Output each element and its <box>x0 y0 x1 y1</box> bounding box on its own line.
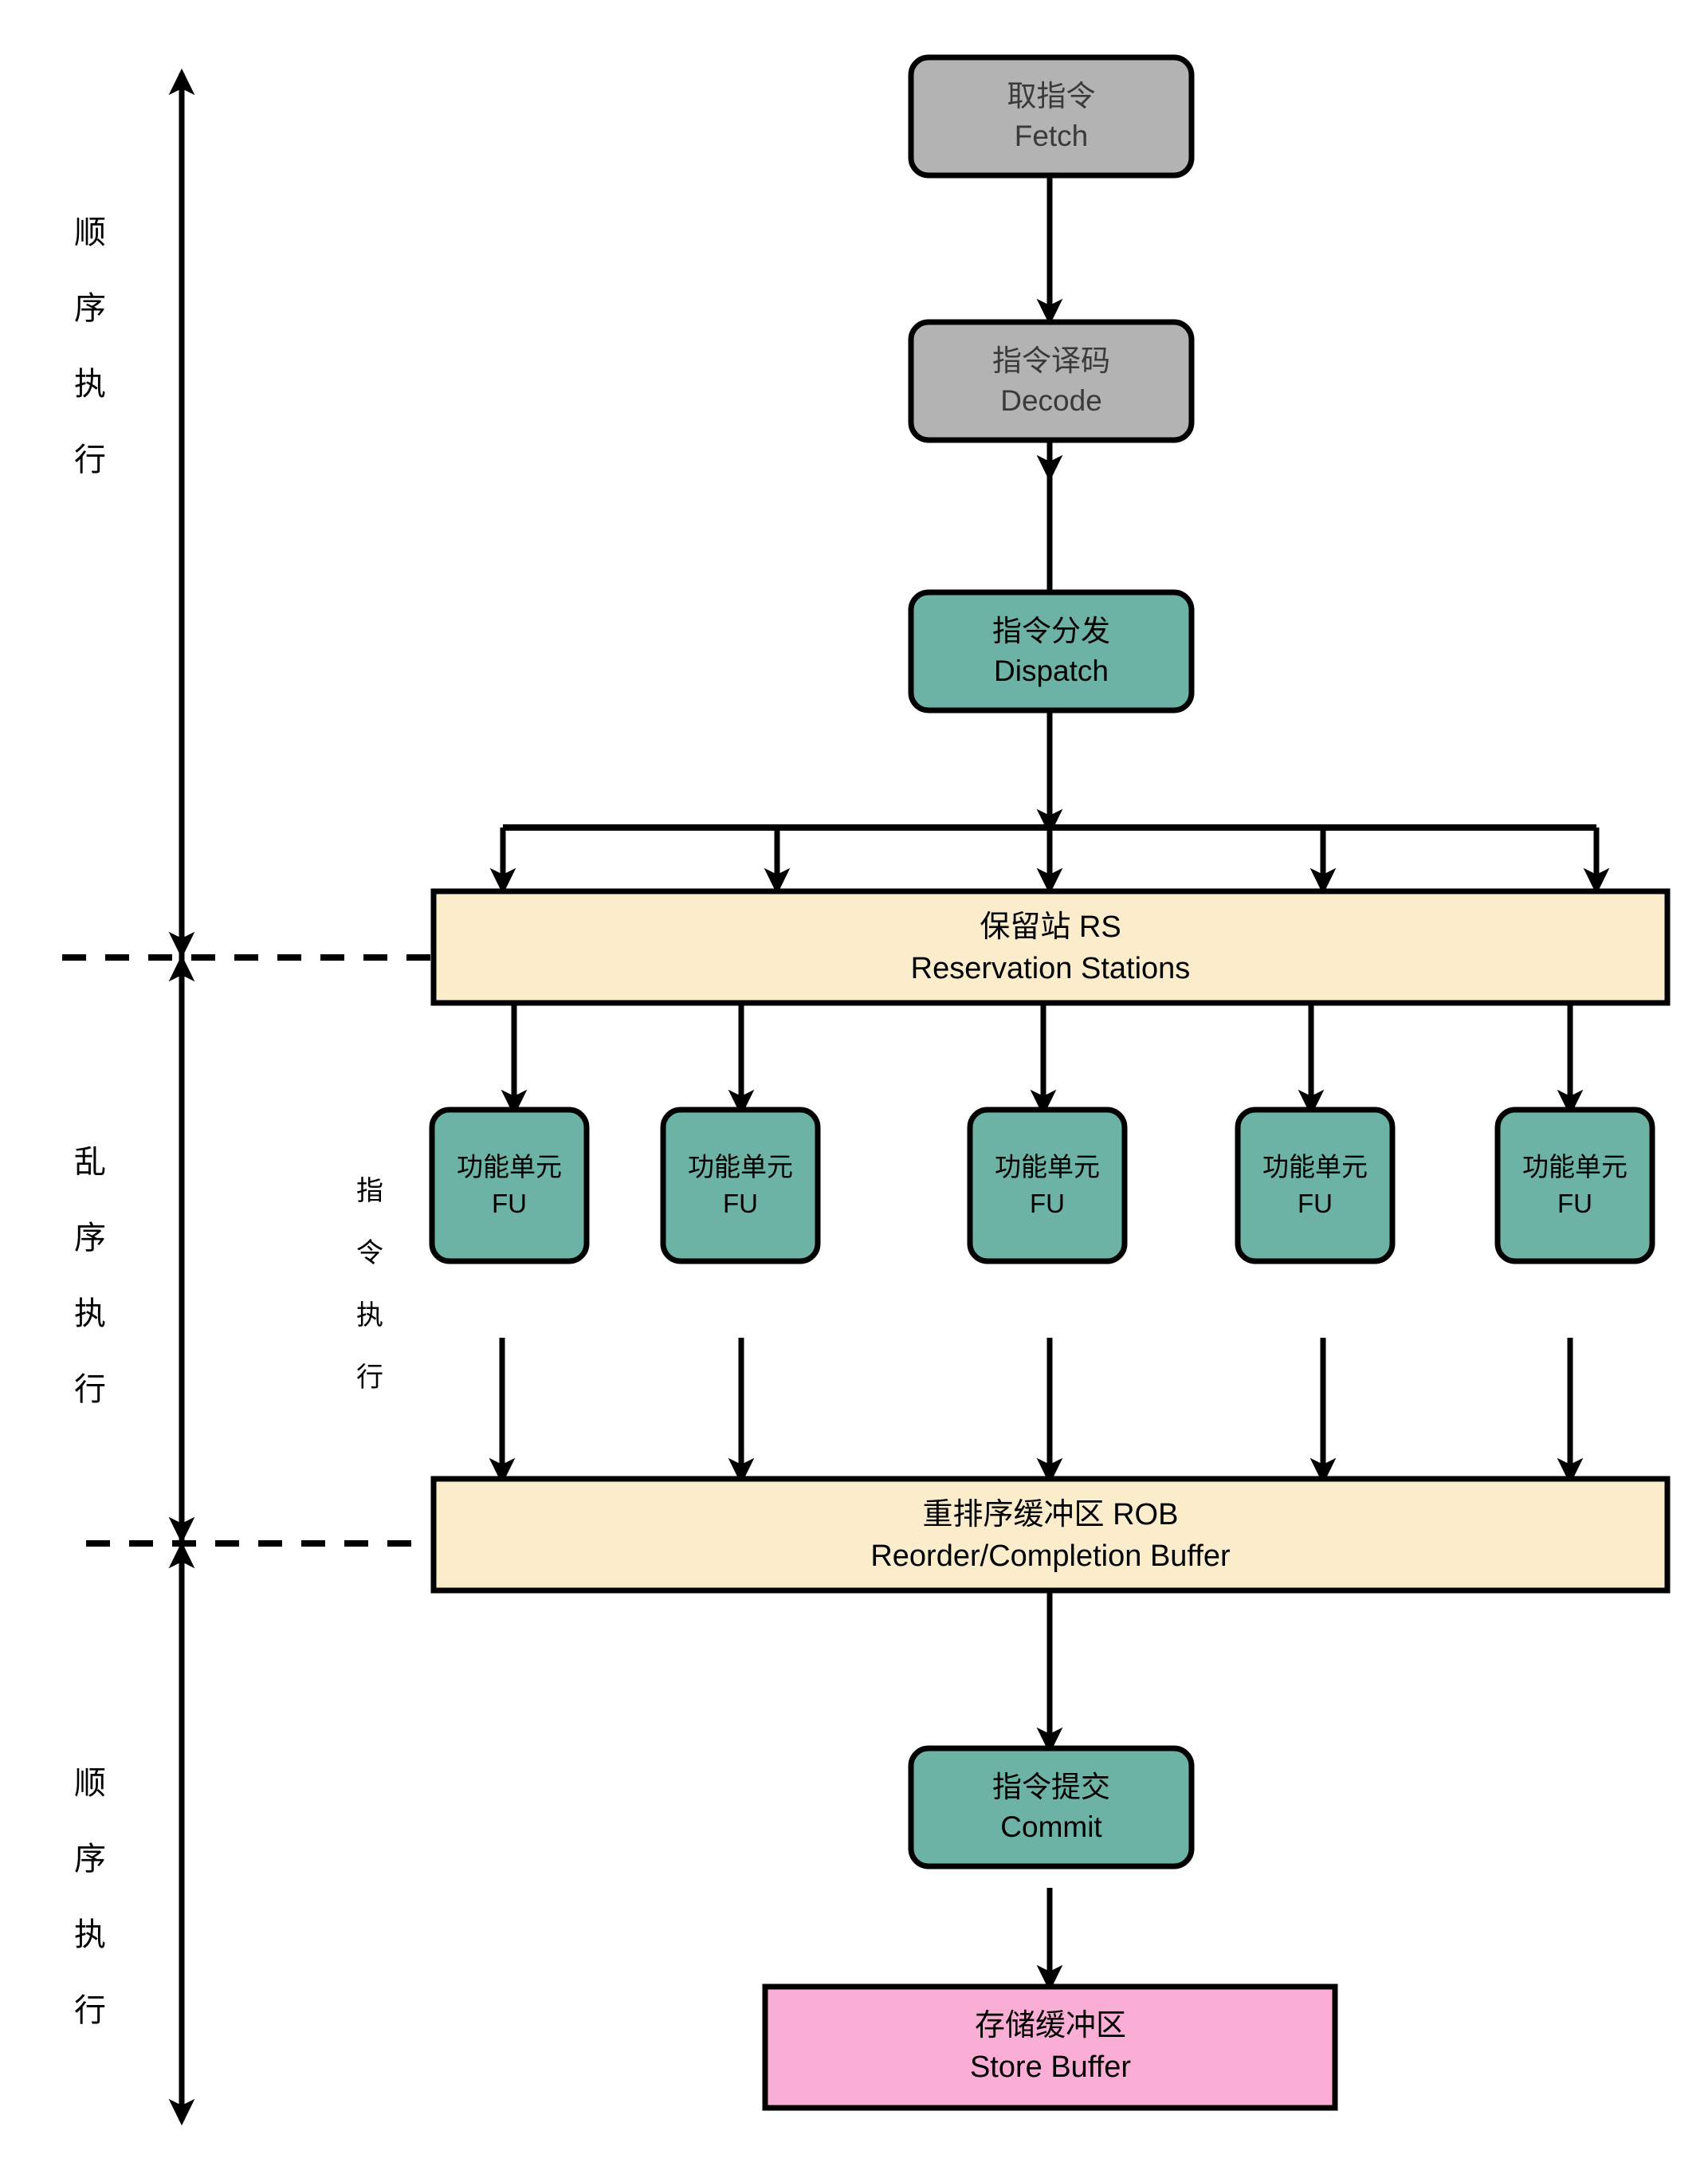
inner-label-instruction-execute: 指 令 执 行 <box>356 1176 383 1393</box>
side-label-inorder-top: 顺 序 执 行 <box>74 215 106 478</box>
stage-node-dispatch[interactable]: 指令分发 Dispatch <box>908 589 1195 714</box>
fu-label-2-en: FU <box>723 1189 758 1218</box>
functional-unit-fu4[interactable]: 功能单元 FU <box>1235 1107 1396 1264</box>
fu-label-5-cn: 功能单元 <box>1522 1152 1628 1181</box>
side-label-outoforder-char-3: 行 <box>74 1372 106 1407</box>
rs-label-cn: 保留站 RS <box>980 910 1121 944</box>
functional-unit-fu3[interactable]: 功能单元 FU <box>967 1107 1128 1264</box>
rs-label-en: Reservation Stations <box>911 952 1191 985</box>
store-buffer-rect[interactable] <box>762 1983 1338 2111</box>
side-label-inorder-bottom-char-2: 执 <box>74 1917 106 1952</box>
fu-label-4-en: FU <box>1298 1189 1333 1218</box>
stage-node-decode[interactable]: 指令译码 Decode <box>908 319 1195 443</box>
fu-rect-3[interactable] <box>967 1107 1128 1264</box>
side-label-inorder-top-char-0: 顺 <box>74 215 106 250</box>
inner-label-char-3: 行 <box>356 1362 383 1393</box>
store-buffer-node[interactable]: 存储缓冲区 Store Buffer <box>762 1983 1338 2111</box>
functional-unit-fu1[interactable]: 功能单元 FU <box>429 1107 590 1264</box>
side-label-inorder-top-char-1: 序 <box>74 291 106 326</box>
stage-rect-commit[interactable] <box>908 1745 1195 1869</box>
stage-node-commit[interactable]: 指令提交 Commit <box>908 1745 1195 1869</box>
functional-unit-fu5[interactable]: 功能单元 FU <box>1494 1107 1655 1264</box>
fu-label-1-en: FU <box>492 1189 527 1218</box>
fu-label-4-cn: 功能单元 <box>1262 1152 1368 1181</box>
stage-label-commit-en: Commit <box>1000 1810 1102 1843</box>
stage-rect-decode[interactable] <box>908 319 1195 443</box>
stage-rect-fetch[interactable] <box>908 54 1195 179</box>
functional-unit-fu2[interactable]: 功能单元 FU <box>660 1107 821 1264</box>
fu-rect-4[interactable] <box>1235 1107 1396 1264</box>
stage-label-fetch-en: Fetch <box>1015 120 1089 152</box>
side-label-inorder-top-char-2: 执 <box>74 367 106 402</box>
side-label-inorder-bottom-char-0: 顺 <box>74 1766 106 1801</box>
side-label-outoforder-char-0: 乱 <box>74 1145 106 1180</box>
stage-label-fetch-cn: 取指令 <box>1007 80 1096 112</box>
side-label-outoforder-char-2: 执 <box>74 1296 106 1331</box>
fu-label-3-cn: 功能单元 <box>995 1152 1100 1181</box>
fu-rect-5[interactable] <box>1494 1107 1655 1264</box>
stage-label-dispatch-en: Dispatch <box>994 655 1109 687</box>
fu-label-5-en: FU <box>1557 1189 1592 1218</box>
fu-label-3-en: FU <box>1030 1189 1065 1218</box>
stage-label-decode-en: Decode <box>1000 384 1102 417</box>
side-label-inorder-bottom-char-1: 序 <box>74 1842 106 1877</box>
fu-rect-2[interactable] <box>660 1107 821 1264</box>
side-label-outoforder: 乱 序 执 行 <box>74 1145 106 1407</box>
reservation-stations-bar[interactable]: 保留站 RS Reservation Stations <box>430 888 1671 1006</box>
side-label-inorder-bottom-char-3: 行 <box>74 1993 106 2028</box>
inner-label-char-2: 执 <box>356 1300 383 1331</box>
stage-label-commit-cn: 指令提交 <box>992 1771 1110 1803</box>
rs-rect[interactable] <box>430 888 1671 1006</box>
stage-label-dispatch-cn: 指令分发 <box>992 615 1110 647</box>
side-label-outoforder-char-1: 序 <box>74 1221 106 1256</box>
stage-node-fetch[interactable]: 取指令 Fetch <box>908 54 1195 179</box>
stage-rect-dispatch[interactable] <box>908 589 1195 714</box>
inner-label-char-1: 令 <box>356 1238 383 1268</box>
inner-label-char-0: 指 <box>356 1176 383 1206</box>
rob-label-cn: 重排序缓冲区 ROB <box>923 1498 1179 1531</box>
store-buffer-label-en: Store Buffer <box>970 2050 1131 2084</box>
store-buffer-label-cn: 存储缓冲区 <box>975 2009 1126 2042</box>
fu-rect-1[interactable] <box>429 1107 590 1264</box>
side-label-inorder-top-char-3: 行 <box>74 442 106 478</box>
reorder-buffer-bar[interactable]: 重排序缓冲区 ROB Reorder/Completion Buffer <box>430 1476 1671 1594</box>
fu-label-2-cn: 功能单元 <box>688 1152 793 1181</box>
stage-label-decode-cn: 指令译码 <box>992 344 1110 377</box>
fu-label-1-cn: 功能单元 <box>457 1152 562 1181</box>
rob-label-en: Reorder/Completion Buffer <box>870 1539 1231 1573</box>
side-label-inorder-bottom: 顺 序 执 行 <box>74 1766 106 2028</box>
rob-rect[interactable] <box>430 1476 1671 1594</box>
